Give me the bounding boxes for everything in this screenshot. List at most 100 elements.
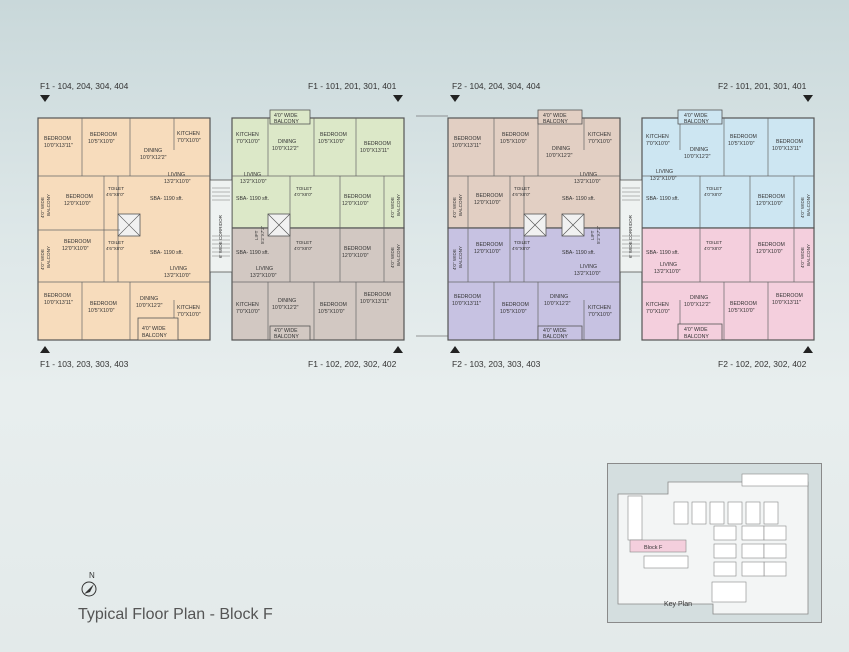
room-label: KITCHEN xyxy=(588,305,611,311)
sba-label: SBA- 1190 sft. xyxy=(150,250,183,256)
room-size: 10'5"X10'0" xyxy=(88,308,115,314)
room-size: 10'0"X12'2" xyxy=(684,302,711,308)
room-label: BEDROOM xyxy=(44,136,71,142)
balcony-label: BALCONY xyxy=(396,244,401,266)
room-label: DINING xyxy=(690,295,708,301)
lift-size: 5'2"X7'2" xyxy=(260,225,265,244)
room-label: LIVING xyxy=(168,172,185,178)
room-size: 12'0"X10'0" xyxy=(474,200,501,206)
unit-marker-icon xyxy=(393,346,403,353)
room-label: DINING xyxy=(278,139,296,145)
north-arrow: N xyxy=(78,570,104,600)
room-label: BEDROOM xyxy=(90,132,117,138)
room-size: 10'0"X13'11" xyxy=(360,148,389,154)
room-size: 10'0"X12'2" xyxy=(136,303,163,309)
balcony-label: BALCONY xyxy=(458,194,463,216)
sba-label: SBA- 1190 sft. xyxy=(562,196,595,202)
unit-label: F1 - 102, 202, 302, 402 xyxy=(308,359,397,369)
balcony-label: 4'0" WIDE xyxy=(684,113,708,119)
toilet-size: 4'0"X8'0" xyxy=(294,192,313,197)
room-label: BEDROOM xyxy=(476,242,503,248)
room-size: 13'2"X10'0" xyxy=(654,269,681,275)
room-size: 13'2"X10'0" xyxy=(574,179,601,185)
room-label: BEDROOM xyxy=(476,193,503,199)
balcony-label: BALCONY xyxy=(684,334,709,340)
room-label: LIVING xyxy=(656,169,673,175)
compass-icon: N xyxy=(81,571,97,597)
room-size: 12'0"X10'0" xyxy=(756,249,783,255)
toilet-label: TOILET xyxy=(706,240,722,245)
room-size: 10'0"X12'2" xyxy=(140,155,167,161)
room-size: 10'5"X10'0" xyxy=(500,309,527,315)
room-size: 13'2"X10'0" xyxy=(164,179,191,185)
balcony-label: 4'0" WIDE xyxy=(40,249,45,270)
room-size: 10'0"X12'2" xyxy=(546,153,573,159)
balcony-label: 4'0" WIDE xyxy=(274,328,298,334)
block-f2: 6' WIDE CORRIDOR LIFT 5'2"X7'2" xyxy=(447,109,815,341)
sba-label: SBA- 1190 sft. xyxy=(646,196,679,202)
toilet-label: TOILET xyxy=(514,240,530,245)
room-size: 13'2"X10'0" xyxy=(574,271,601,277)
room-size: 10'0"X13'11" xyxy=(772,146,801,152)
room-label: BEDROOM xyxy=(776,293,803,299)
balcony-label: 4'0" WIDE xyxy=(543,328,567,334)
room-size: 7'0"X10'0" xyxy=(646,309,670,315)
lift-label: LIFT xyxy=(590,230,595,240)
room-size: 10'5"X10'0" xyxy=(88,139,115,145)
room-size: 12'0"X10'0" xyxy=(62,246,89,252)
room-size: 10'0"X13'11" xyxy=(452,301,481,307)
balcony-label: BALCONY xyxy=(46,246,51,268)
toilet-size: 4'6"X8'0" xyxy=(106,192,125,197)
unit-label: F2 - 103, 203, 303, 403 xyxy=(452,359,541,369)
key-plan-title: Key Plan xyxy=(664,601,692,608)
room-label: LIVING xyxy=(660,262,677,268)
room-label: BEDROOM xyxy=(320,132,347,138)
room-size: 10'5"X10'0" xyxy=(728,308,755,314)
balcony xyxy=(269,325,311,341)
room-label: LIVING xyxy=(170,266,187,272)
room-label: BEDROOM xyxy=(364,292,391,298)
room-size: 10'0"X12'2" xyxy=(544,301,571,307)
balcony-label: BALCONY xyxy=(458,246,463,268)
unit-label: F2 - 102, 202, 302, 402 xyxy=(718,359,807,369)
balcony-label: 4'0" WIDE xyxy=(274,113,298,119)
unit-marker-icon xyxy=(450,95,460,102)
room-label: BEDROOM xyxy=(758,194,785,200)
lift-size: 5'2"X7'2" xyxy=(596,225,601,244)
stair-core xyxy=(209,179,233,273)
toilet-size: 4'0"X8'0" xyxy=(704,192,723,197)
room-label: BEDROOM xyxy=(502,132,529,138)
room-label: BEDROOM xyxy=(320,302,347,308)
room-label: LIVING xyxy=(580,172,597,178)
toilet-size: 4'0"X8'0" xyxy=(704,246,723,251)
room-label: BEDROOM xyxy=(64,239,91,245)
unit-marker-icon xyxy=(803,95,813,102)
room-label: KITCHEN xyxy=(588,132,611,138)
unit-f2-right-bottom xyxy=(641,227,815,341)
room-label: KITCHEN xyxy=(177,131,200,137)
room-label: DINING xyxy=(278,298,296,304)
toilet-label: TOILET xyxy=(108,240,124,245)
room-size: 12'0"X10'0" xyxy=(64,201,91,207)
room-size: 13'2"X10'0" xyxy=(650,176,677,182)
room-label: KITCHEN xyxy=(646,134,669,140)
room-size: 7'0"X10'0" xyxy=(177,138,201,144)
balcony-label: BALCONY xyxy=(543,334,568,340)
room-label: DINING xyxy=(550,294,568,300)
room-label: KITCHEN xyxy=(646,302,669,308)
room-label: KITCHEN xyxy=(236,132,259,138)
room-label: BEDROOM xyxy=(90,301,117,307)
corridor-label: 6' WIDE CORRIDOR xyxy=(218,214,223,258)
balcony-label: 4'0" WIDE xyxy=(452,249,457,270)
unit-marker-icon xyxy=(40,95,50,102)
room-label: BEDROOM xyxy=(66,194,93,200)
room-size: 10'5"X10'0" xyxy=(318,309,345,315)
toilet-label: TOILET xyxy=(296,186,312,191)
room-label: LIVING xyxy=(580,264,597,270)
balcony-label: BALCONY xyxy=(274,334,299,340)
room-size: 12'0"X10'0" xyxy=(474,249,501,255)
balcony xyxy=(677,109,723,125)
unit-label: F2 - 104, 204, 304, 404 xyxy=(452,81,541,91)
balcony-label: BALCONY xyxy=(274,119,299,125)
